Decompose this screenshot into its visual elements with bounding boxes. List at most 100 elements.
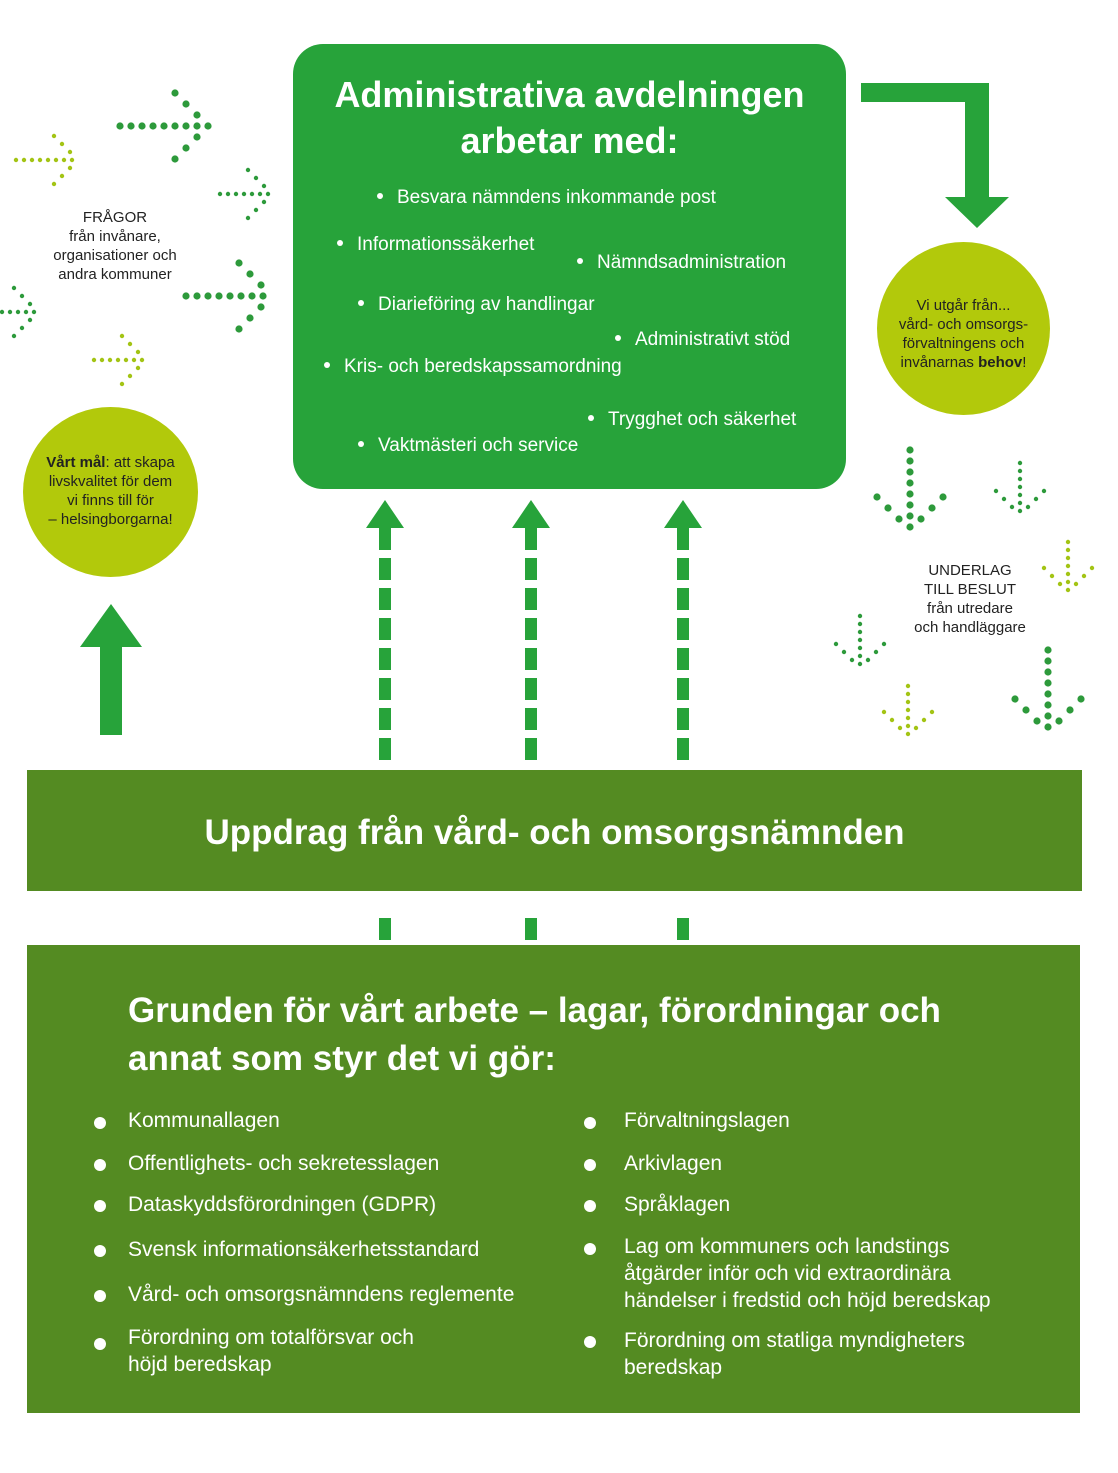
dash-segment bbox=[677, 558, 689, 580]
admin-item: Kris- och beredskapssamordning bbox=[324, 356, 622, 378]
arrow-dot bbox=[1017, 460, 1023, 466]
arrow-dot bbox=[249, 191, 255, 197]
admin-item: Diarieföring av handlingar bbox=[358, 294, 595, 316]
arrow-dot bbox=[23, 309, 29, 315]
mission-band bbox=[27, 770, 1082, 891]
arrow-dot bbox=[27, 317, 33, 323]
dash-segment bbox=[525, 528, 537, 550]
arrow-dot bbox=[1044, 668, 1052, 676]
arrow-dot bbox=[11, 285, 17, 291]
arrow-dot bbox=[217, 191, 223, 197]
dash-segment bbox=[677, 738, 689, 760]
arrow-dot bbox=[1066, 706, 1074, 714]
arrow-dot bbox=[929, 709, 935, 715]
arrow-dot bbox=[1065, 539, 1071, 545]
arrow-dot bbox=[51, 181, 57, 187]
arrow-dot bbox=[246, 270, 254, 278]
arrow-dot bbox=[1017, 468, 1023, 474]
arrow-dot bbox=[225, 191, 231, 197]
arrow-dot bbox=[889, 717, 895, 723]
arrow-dot bbox=[265, 191, 271, 197]
arrow-dot bbox=[31, 309, 37, 315]
arrow-dot bbox=[884, 504, 892, 512]
arrow-dot bbox=[233, 191, 239, 197]
arrow-dot bbox=[873, 493, 881, 501]
arrow-dot bbox=[1065, 555, 1071, 561]
arrow-dot bbox=[905, 707, 911, 713]
arrow-dot bbox=[881, 641, 887, 647]
arrow-dot bbox=[993, 488, 999, 494]
dash-segment bbox=[525, 648, 537, 670]
arrow-dot bbox=[116, 122, 124, 130]
arrow-dot bbox=[37, 157, 43, 163]
arrow-dot bbox=[1033, 496, 1039, 502]
arrow-dot bbox=[1041, 565, 1047, 571]
questions-label: FRÅGOR från invånare, organisationer och… bbox=[53, 209, 177, 283]
arrow-dot bbox=[857, 613, 863, 619]
arrow-dot bbox=[149, 122, 157, 130]
arrow-dot bbox=[99, 357, 105, 363]
arrow-dot bbox=[61, 157, 67, 163]
arrow-dot bbox=[906, 468, 914, 476]
dashed-arrow-head-icon bbox=[664, 500, 702, 528]
arrow-dot bbox=[1033, 717, 1041, 725]
arrow-dot bbox=[171, 122, 179, 130]
bullet-icon bbox=[94, 1338, 106, 1350]
bullet-icon bbox=[584, 1243, 596, 1255]
arrow-dot bbox=[7, 309, 13, 315]
arrow-dot bbox=[171, 89, 179, 97]
arrow-dot bbox=[897, 725, 903, 731]
mission-title: Uppdrag från vård- och omsorgsnämnden bbox=[204, 813, 905, 852]
dash-segment bbox=[677, 588, 689, 610]
arrow-dot bbox=[865, 657, 871, 663]
arrow-dot bbox=[182, 292, 190, 300]
arrow-dot bbox=[257, 303, 265, 311]
decision-basis-label: UNDERLAG TILL BESLUT från utredare och h… bbox=[914, 562, 1026, 636]
arrow-dot bbox=[237, 292, 245, 300]
arrow-dot bbox=[905, 715, 911, 721]
dash-segment bbox=[525, 918, 537, 940]
arrow-dot bbox=[131, 357, 137, 363]
arrow-dot bbox=[215, 292, 223, 300]
arrow-dot bbox=[127, 341, 133, 347]
dash-segment bbox=[379, 528, 391, 550]
bullet-icon bbox=[94, 1290, 106, 1302]
arrow-dot bbox=[135, 365, 141, 371]
dash-segment bbox=[677, 648, 689, 670]
bullet-icon bbox=[584, 1200, 596, 1212]
arrow-dot bbox=[29, 157, 35, 163]
arrow-dot bbox=[1081, 573, 1087, 579]
arrow-dot bbox=[261, 199, 267, 205]
arrow-dot bbox=[259, 292, 267, 300]
arrow-dot bbox=[905, 691, 911, 697]
arrow-dot bbox=[115, 357, 121, 363]
dash-segment bbox=[379, 918, 391, 940]
arrow-dot bbox=[895, 515, 903, 523]
bullet-icon bbox=[584, 1159, 596, 1171]
arrow-dot bbox=[193, 122, 201, 130]
arrow-dot bbox=[69, 157, 75, 163]
dashed-arrow-head-icon bbox=[366, 500, 404, 528]
arrow-dot bbox=[928, 504, 936, 512]
needs-circle: Vi utgår från... vård- och omsorgs- förv… bbox=[877, 242, 1050, 415]
arrow-dot bbox=[182, 144, 190, 152]
arrow-dot bbox=[905, 723, 911, 729]
arrow-dot bbox=[193, 111, 201, 119]
law-item: Kommunallagen bbox=[128, 1109, 280, 1132]
arrow-dot bbox=[1044, 690, 1052, 698]
arrow-dot bbox=[257, 191, 263, 197]
arrow-dot bbox=[939, 493, 947, 501]
dash-segment bbox=[677, 678, 689, 700]
bullet-icon bbox=[94, 1117, 106, 1129]
law-item: Offentlighets- och sekretesslagen bbox=[128, 1152, 440, 1175]
admin-item: Informationssäkerhet bbox=[337, 234, 534, 256]
foundation-title: Grunden för vårt arbete – lagar, förordn… bbox=[128, 991, 941, 1078]
arrow-dot bbox=[905, 683, 911, 689]
admin-title-line2: arbetar med: bbox=[460, 120, 679, 161]
dash-segment bbox=[379, 618, 391, 640]
arrow-dot bbox=[248, 292, 256, 300]
arrow-dot bbox=[857, 661, 863, 667]
foundation-box bbox=[27, 945, 1080, 1413]
